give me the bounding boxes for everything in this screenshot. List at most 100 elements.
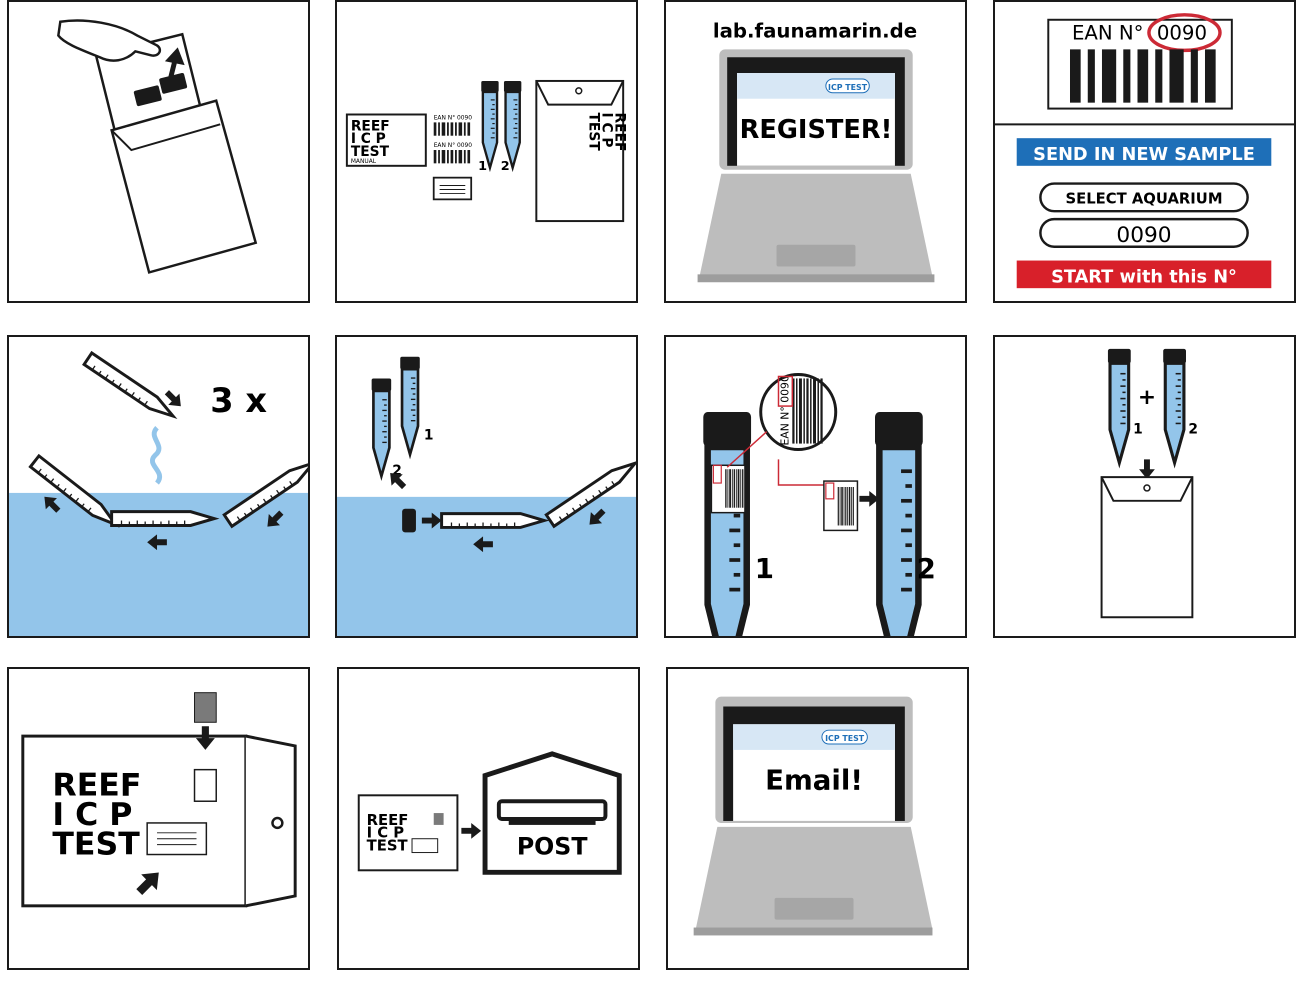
tube-cap — [402, 508, 416, 533]
big-tube-2-label: 2 — [917, 552, 936, 585]
sticker-ean-1: EAN N° 0090 — [434, 115, 473, 121]
loose-label — [823, 480, 859, 532]
sticker-ean-2: EAN N° 0090 — [434, 143, 473, 149]
ean-highlight-circle — [1147, 13, 1222, 53]
email-screen-text: Email! — [765, 763, 863, 796]
unpack-illustration — [57, 19, 258, 274]
select-aquarium-label: SELECT AQUARIUM — [1065, 190, 1222, 207]
fill-tube-1-label: 1 — [424, 428, 434, 444]
mailbox-slot — [496, 799, 608, 821]
sticker-card — [432, 176, 473, 201]
panel-label-tubes: EAN N° 0090 1 2 — [664, 335, 967, 638]
envelope-icon — [21, 734, 248, 908]
register-badge: ICP TEST — [828, 83, 868, 92]
label-tubes-illustration: EAN N° 0090 1 2 — [666, 373, 936, 636]
envelope-reef: REEF — [611, 113, 627, 152]
zoom-circle — [759, 373, 838, 451]
hand-icon — [57, 19, 162, 62]
ean-number: 0090 — [1157, 21, 1207, 44]
envelope-test: TEST — [586, 113, 602, 152]
register-screen-text: REGISTER! — [740, 115, 893, 145]
barcode-icon — [837, 486, 854, 526]
panel-register: lab.faunamarin.de ICP TEST REGISTER! — [664, 0, 967, 303]
kit-tube-1-label: 1 — [478, 159, 487, 174]
combine-tube-2-label: 2 — [1188, 422, 1198, 438]
select-aquarium-field[interactable] — [1039, 182, 1249, 213]
tube-icon — [875, 412, 923, 636]
panel-post: REEF I C P TEST POST — [337, 667, 640, 970]
kit-tube-2-label: 2 — [501, 159, 510, 174]
tube-icon — [480, 79, 500, 169]
ean-number-field-value: 0090 — [1116, 223, 1171, 248]
manual-icp: I C P — [351, 131, 386, 147]
mailbox-label: POST — [517, 833, 589, 861]
envelope-icon — [110, 99, 258, 274]
post-reef: REEF — [367, 812, 409, 829]
barcode-icon — [433, 122, 471, 136]
arrow-icon — [461, 822, 482, 839]
pack-test: TEST — [52, 827, 140, 863]
panel-email: ICP TEST Email! — [666, 667, 969, 970]
manual-card: REEF I C P TEST MANUAL — [345, 113, 427, 167]
stamp-icon — [433, 813, 444, 825]
zoom-ean-text: EAN N° 0090 — [778, 375, 791, 446]
kit-contents-illustration: REEF I C P TEST MANUAL EAN N° 0090 EAN N… — [345, 79, 627, 223]
tube-icon — [110, 510, 216, 527]
panel-unpack-kit — [7, 0, 310, 303]
repeat-count: 3 x — [210, 381, 267, 420]
barcode-icon — [1069, 49, 1216, 103]
stamp-target — [193, 768, 217, 802]
barcode-stickers: EAN N° 0090 EAN N° 0090 — [433, 115, 473, 164]
manual-test: TEST — [351, 144, 390, 160]
manual-reef: REEF — [351, 118, 390, 134]
tube-icon — [82, 351, 179, 424]
stamp-icon — [194, 692, 217, 723]
tube-icon — [502, 79, 523, 169]
envelope-icp: I C P — [598, 113, 614, 148]
tube-icon — [703, 412, 751, 636]
tube-icon — [398, 355, 422, 456]
manual-label: MANUAL — [351, 159, 377, 165]
fill-illustration: 1 2 — [337, 355, 636, 636]
ean-form-illustration: EAN N° 0090 SEND IN NEW SAMPLE SELECT AQ… — [995, 13, 1294, 289]
panel-insert-envelope: + 1 2 — [993, 335, 1296, 638]
register-illustration: lab.faunamarin.de ICP TEST REGISTER! — [697, 20, 935, 283]
stamp-envelope-illustration: REEF I C P TEST — [21, 692, 297, 908]
panel-fill: 1 2 — [335, 335, 638, 638]
email-badge: ICP TEST — [825, 734, 865, 743]
send-new-sample-button[interactable] — [1016, 138, 1272, 166]
ean-label: EAN N° — [1072, 21, 1144, 44]
tube-icon — [1106, 347, 1133, 465]
insert-envelope-illustration: + 1 2 — [1100, 347, 1198, 619]
barcode-icon — [725, 469, 744, 508]
start-with-number-button[interactable] — [1016, 260, 1272, 289]
panel-kit-contents: REEF I C P TEST MANUAL EAN N° 0090 EAN N… — [335, 0, 638, 303]
barcode-icon — [433, 150, 471, 164]
envelope-icon — [1100, 476, 1194, 619]
small-envelope — [357, 794, 459, 872]
big-tube-1-label: 1 — [755, 552, 774, 585]
tube-icon — [370, 377, 393, 478]
laptop-icon: ICP TEST REGISTER! — [697, 49, 935, 283]
tube-icon — [1161, 347, 1188, 465]
post-illustration: REEF I C P TEST POST — [357, 751, 622, 875]
panel-stamp-envelope: REEF I C P TEST — [7, 667, 310, 970]
ean-number-field[interactable] — [1039, 217, 1249, 248]
combine-tube-1-label: 1 — [1133, 422, 1143, 438]
laptop-icon: ICP TEST Email! — [693, 696, 933, 936]
rinse-illustration: 3 x — [9, 351, 308, 636]
email-illustration: ICP TEST Email! — [693, 696, 933, 936]
water-stream — [150, 426, 162, 485]
pack-icp: I C P — [52, 797, 132, 833]
post-test: TEST — [367, 838, 409, 855]
barcode-icon — [792, 378, 823, 444]
fill-tube-2-label: 2 — [392, 463, 402, 479]
post-icp: I C P — [367, 825, 405, 842]
pack-reef: REEF — [52, 767, 141, 803]
tube-icon — [440, 512, 546, 529]
send-new-sample-label: SEND IN NEW SAMPLE — [1033, 145, 1255, 165]
envelope-icon: REEF I C P TEST — [535, 79, 627, 223]
register-url: lab.faunamarin.de — [713, 20, 917, 43]
start-with-number-label: START with this N° — [1051, 267, 1237, 287]
panel-rinse: 3 x — [7, 335, 310, 638]
